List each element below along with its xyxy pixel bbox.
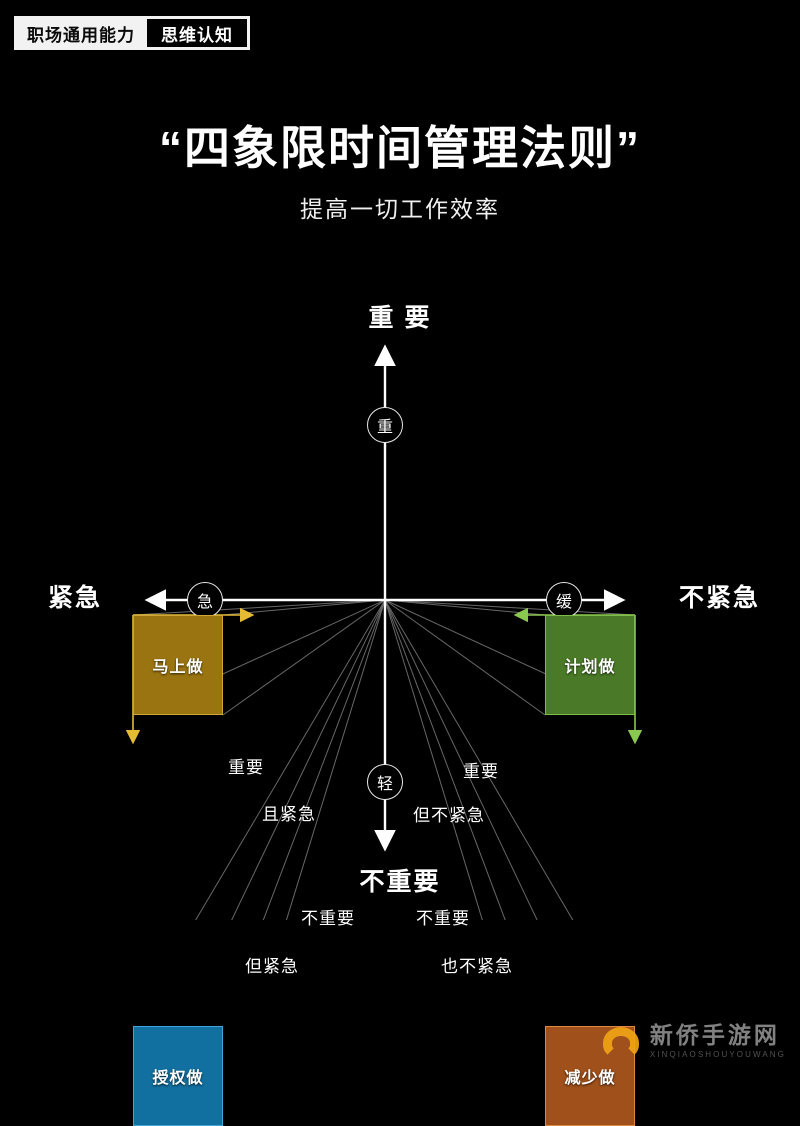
connector-lines: [132, 599, 636, 920]
axis-label-urgent: 紧急: [48, 584, 103, 612]
axis-node-heavy-icon: 重: [367, 407, 403, 443]
axis-label-important: 重 要: [368, 304, 432, 332]
axis-node-slow-icon: 缓: [546, 582, 582, 618]
quadrant-box-delegate: 授权做: [133, 1026, 223, 1126]
quadrant-desc-q2-line2: 但不紧急: [413, 806, 485, 825]
watermark-text-group: 新侨手游网 XINQIAOSHOUYOUWANG: [650, 1024, 786, 1059]
quadrant-desc-q2-line1: 重要: [463, 762, 499, 781]
axis-node-urgent-icon: 急: [187, 582, 223, 618]
quadrant-desc-q1-line1: 重要: [228, 758, 264, 777]
header-tag-primary: 职场通用能力: [27, 25, 135, 45]
watermark-site-pinyin: XINQIAOSHOUYOUWANG: [649, 1050, 786, 1059]
quadrant-desc-q4-line1: 不重要: [416, 909, 470, 928]
axis-label-not-important: 不重要: [359, 868, 441, 896]
axis-node-light-icon: 轻: [367, 764, 403, 800]
quadrant-desc-q3-line1: 不重要: [301, 909, 355, 928]
quadrant-desc-q4-line2: 也不紧急: [441, 957, 513, 976]
axis-label-not-urgent: 不紧急: [678, 584, 760, 612]
watermark: 新侨手游网 XINQIAOSHOUYOUWANG: [600, 1024, 786, 1059]
quadrant-box-do-now: 马上做: [133, 615, 223, 715]
page-subtitle: 提高一切工作效率: [300, 196, 500, 222]
header-tag-bar: 职场通用能力 思维认知: [14, 16, 250, 50]
quadrant-desc-q1-line2: 且紧急: [262, 805, 316, 824]
watermark-site-name: 新侨手游网: [649, 1022, 780, 1048]
quadrant-desc-q3-line2: 但紧急: [245, 957, 299, 976]
quadrant-box-plan: 计划做: [545, 615, 635, 715]
quadrant-diagram: 重 要 不重要 紧急 不紧急 重 轻 急 缓 马上做 计划做 授权做 减少做 重…: [0, 270, 800, 1126]
page-title: “四象限时间管理法则”: [159, 122, 641, 174]
header-tag-secondary: 思维认知: [147, 19, 247, 47]
watermark-arch-logo-icon: [600, 1025, 642, 1059]
